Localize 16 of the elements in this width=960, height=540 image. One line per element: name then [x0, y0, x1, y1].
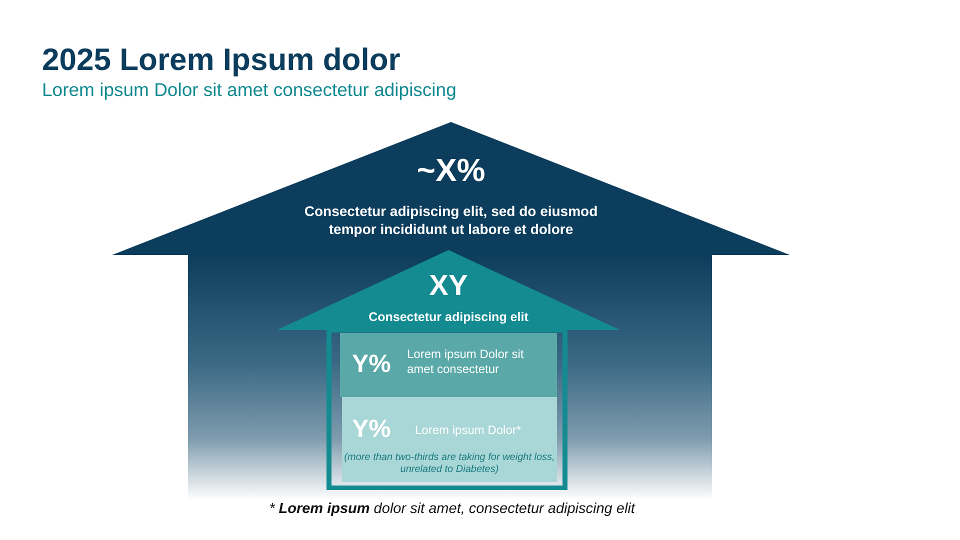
note-text: (more than two-thirds are taking for weight loss, unrelated to Diabetes)	[343, 452, 556, 476]
house-shape	[277, 250, 620, 490]
description-text: Consectetur adipiscing elit	[368, 310, 530, 324]
footnote: *Lorem ipsum dolor sit amet, consectetur adipiscing elit	[268, 501, 636, 517]
category-panel	[342, 397, 557, 482]
category-panel	[340, 333, 557, 397]
description-text: Lorem ipsum Dolor sit amet consectetur	[407, 347, 525, 377]
value-text: XY	[428, 270, 469, 303]
description-text: Lorem ipsum Dolor*	[415, 423, 522, 437]
title: 2025 Lorem Ipsum dolor	[42, 42, 400, 78]
percentage-value: Y%	[352, 415, 391, 444]
subtitle: Lorem ipsum Dolor sit amet consectetur adipiscing	[42, 79, 456, 101]
description-text: Consectetur adipiscing elit, sed do eiusmod tempor incididunt ut labore et dolore	[303, 202, 599, 238]
percentage-value: ~X%	[416, 152, 486, 189]
house-shape	[112, 122, 790, 500]
percentage-value: Y%	[352, 350, 391, 379]
